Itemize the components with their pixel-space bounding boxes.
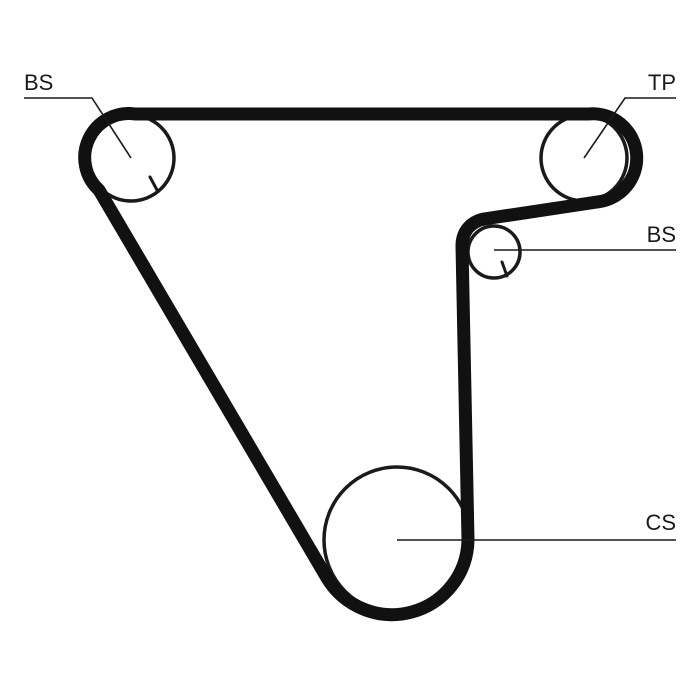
label-cs: CS — [645, 510, 676, 535]
pulley-bs-idler — [466, 224, 522, 280]
tick-bs-top-left — [148, 175, 159, 192]
leader-bs-top-left — [24, 97, 132, 159]
label-tp: TP — [648, 70, 676, 95]
label-bs-right: BS — [647, 222, 676, 247]
tick-bs-idler — [500, 260, 509, 278]
timing-belt — [78, 107, 644, 622]
leader-tp — [583, 97, 676, 159]
label-bs-top-left: BS — [24, 70, 53, 95]
